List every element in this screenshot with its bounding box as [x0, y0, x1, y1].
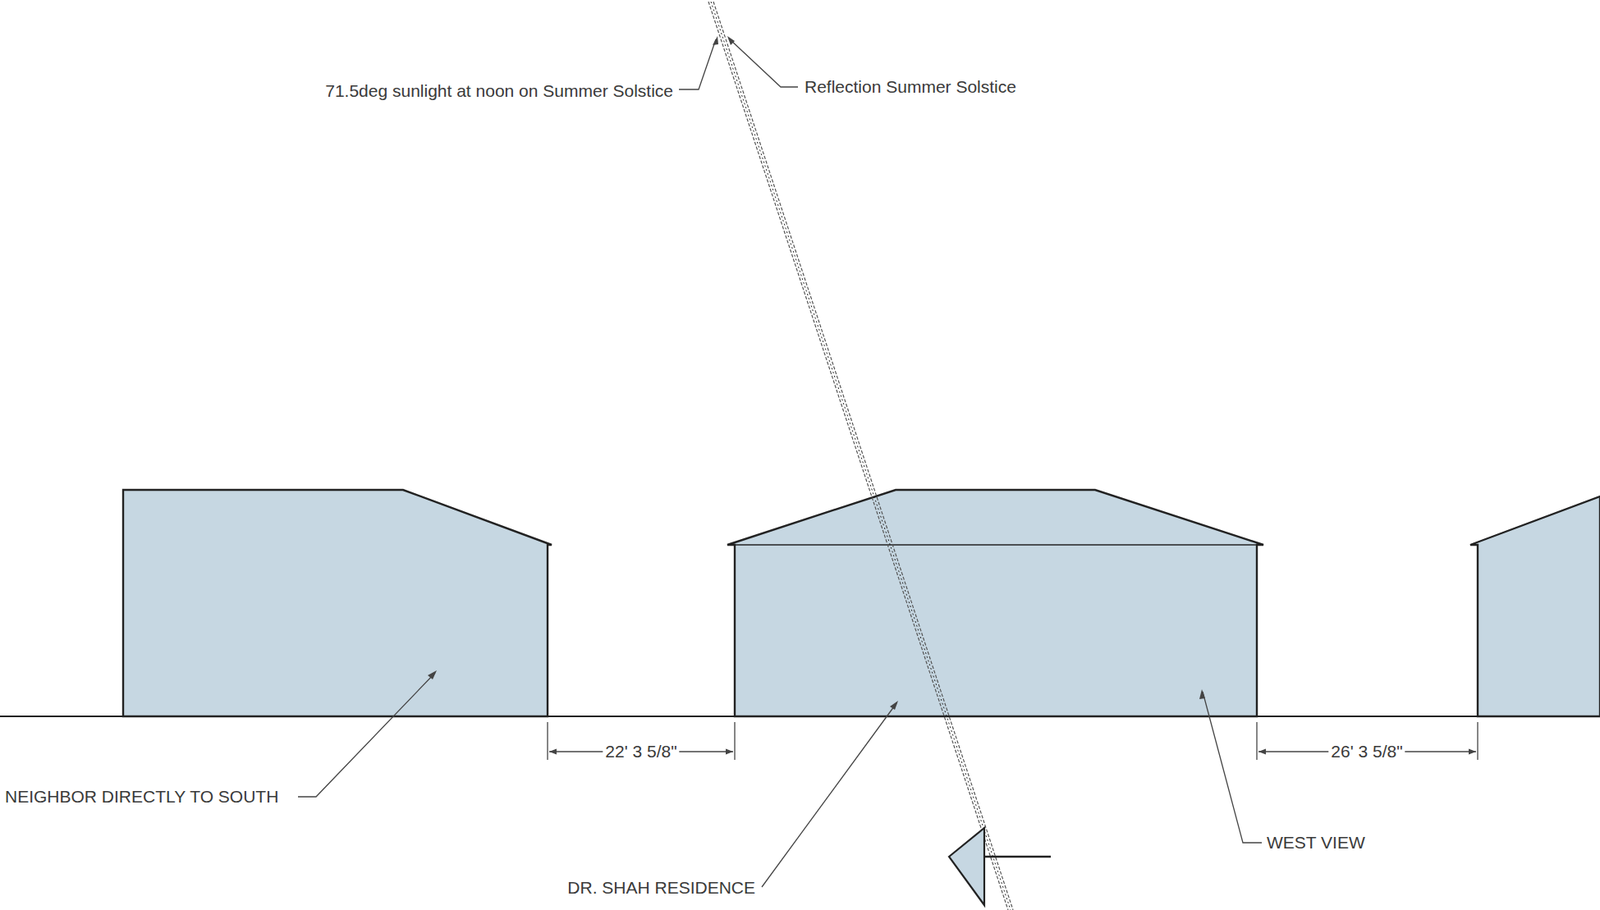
sun-ray — [708, 1, 1014, 910]
callout-label: WEST VIEW — [1266, 833, 1366, 853]
callout-label: Reflection Summer Solstice — [804, 77, 1017, 97]
callout-label: NEIGHBOR DIRECTLY TO SOUTH — [4, 787, 279, 807]
ground-line — [0, 715, 1600, 718]
east-house — [1470, 496, 1600, 717]
eave-line — [734, 544, 1257, 546]
dimension-label: 26' 3 5/8" — [1328, 742, 1405, 762]
dimension-label: 22' 3 5/8" — [602, 742, 679, 762]
view-symbol-stem — [984, 856, 1051, 858]
callout-label: DR. SHAH RESIDENCE — [567, 878, 756, 899]
view-symbol — [948, 828, 985, 906]
residence-house — [727, 490, 1264, 717]
leader-lines — [297, 38, 1262, 888]
leader-arrowheads — [427, 36, 1206, 711]
callout-label: 71.5deg sunlight at noon on Summer Solst… — [325, 81, 674, 101]
neighbor-house — [123, 490, 552, 717]
